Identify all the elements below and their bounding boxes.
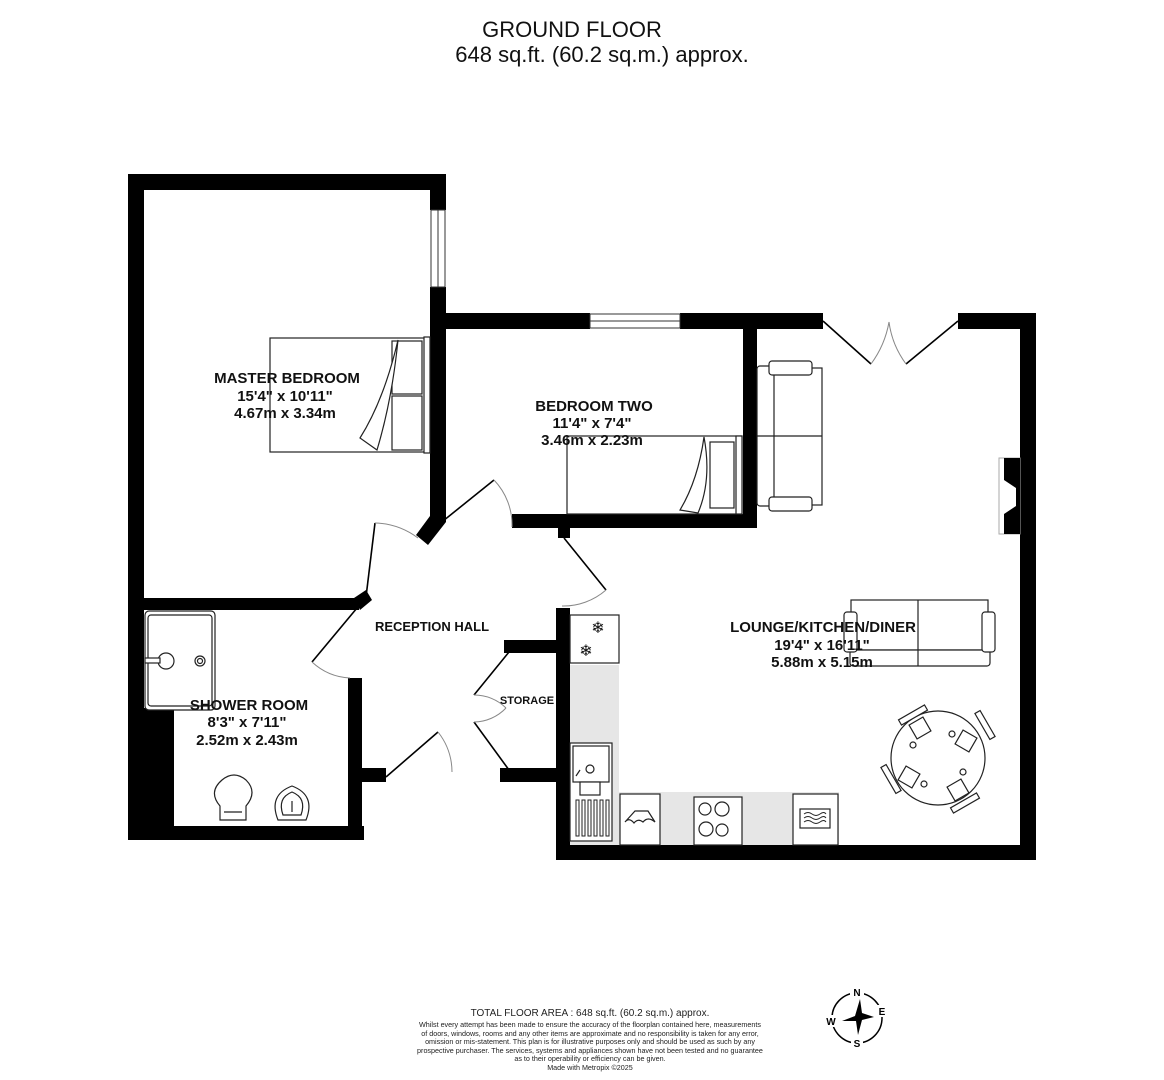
compass-s: S: [854, 1039, 861, 1050]
windows: [430, 209, 681, 329]
svg-text:LOUNGE/KITCHEN/DINER: LOUNGE/KITCHEN/DINER: [730, 619, 916, 636]
disclaimer-line: of doors, windows, rooms and any other i…: [421, 1028, 759, 1038]
svg-text:2.52m x 2.43m: 2.52m x 2.43m: [196, 732, 298, 749]
dining-table: [880, 704, 996, 814]
room-label-storage: STORAGE: [500, 695, 554, 707]
microwave: [792, 793, 839, 846]
fridge-freezer: ❄ ❄: [569, 614, 620, 664]
compass-rose-icon: N E S W: [826, 987, 888, 1050]
double-bed: [269, 336, 431, 454]
single-bed: [566, 435, 743, 515]
hob: [693, 796, 743, 846]
svg-text:4.67m x 3.34m: 4.67m x 3.34m: [234, 405, 336, 422]
dining-chair: [897, 704, 932, 740]
shower-tray: [144, 610, 216, 711]
room-label-reception-hall: RECEPTION HALL: [375, 619, 489, 634]
svg-text:5.88m x 5.15m: 5.88m x 5.15m: [771, 654, 873, 671]
compass-n: N: [853, 988, 860, 999]
footer: TOTAL FLOOR AREA : 648 sq.ft. (60.2 sq.m…: [380, 1008, 800, 1073]
svg-text:SHOWER ROOM: SHOWER ROOM: [190, 697, 308, 714]
doors: [311, 320, 959, 778]
svg-text:19'4" x 16'11": 19'4" x 16'11": [774, 637, 870, 654]
room-label-master-bedroom: MASTER BEDROOM 15'4" x 10'11" 4.67m x 3.…: [214, 370, 360, 422]
sofa-left: [756, 360, 823, 512]
snowflake-icon: ❄: [591, 620, 604, 637]
dining-chair: [954, 709, 996, 753]
room-label-bedroom-two: BEDROOM TWO 11'4" x 7'4" 3.46m x 2.23m: [535, 398, 653, 449]
snowflake-icon: ❄: [579, 643, 592, 660]
dining-chair: [946, 778, 981, 814]
floor-title: GROUND FLOOR: [482, 17, 662, 42]
room-label-lounge-kitchen-diner: LOUNGE/KITCHEN/DINER 19'4" x 16'11" 5.88…: [730, 619, 916, 671]
sofa-centre: [843, 599, 996, 667]
fireplace: [998, 457, 1021, 535]
disclaimer-line: prospective purchaser. The services, sys…: [417, 1045, 763, 1055]
sink: [569, 742, 613, 842]
room-label-shower-room: SHOWER ROOM 8'3" x 7'11" 2.52m x 2.43m: [190, 697, 308, 749]
svg-text:11'4" x 7'4": 11'4" x 7'4": [553, 415, 632, 432]
disclaimer-line: omission or mis-statement. This plan is …: [425, 1037, 755, 1047]
compass-e: E: [879, 1007, 886, 1018]
svg-text:8'3" x 7'11": 8'3" x 7'11": [208, 714, 287, 731]
svg-text:15'4" x 10'11": 15'4" x 10'11": [237, 388, 333, 405]
credit: Made with Metropix ©2025: [547, 1062, 633, 1072]
disclaimer-line: Whilst every attempt has been made to en…: [419, 1020, 761, 1029]
disclaimer-line: as to their operability or efficiency ca…: [514, 1054, 666, 1064]
disclaimer: Whilst every attempt has been made to en…: [380, 1020, 800, 1073]
svg-text:BEDROOM TWO: BEDROOM TWO: [535, 398, 653, 415]
total-floor-area: TOTAL FLOOR AREA : 648 sq.ft. (60.2 sq.m…: [470, 1008, 710, 1019]
svg-text:MASTER BEDROOM: MASTER BEDROOM: [214, 370, 360, 387]
svg-text:3.46m x 2.23m: 3.46m x 2.23m: [541, 432, 643, 449]
walls: [128, 174, 1036, 860]
compass-w: W: [826, 1017, 836, 1028]
dishwasher: [619, 793, 661, 846]
floor-area: 648 sq.ft. (60.2 sq.m.) approx.: [455, 42, 749, 67]
wash-basin: [274, 785, 310, 821]
dining-chair: [880, 763, 921, 795]
toilet: [213, 774, 253, 821]
